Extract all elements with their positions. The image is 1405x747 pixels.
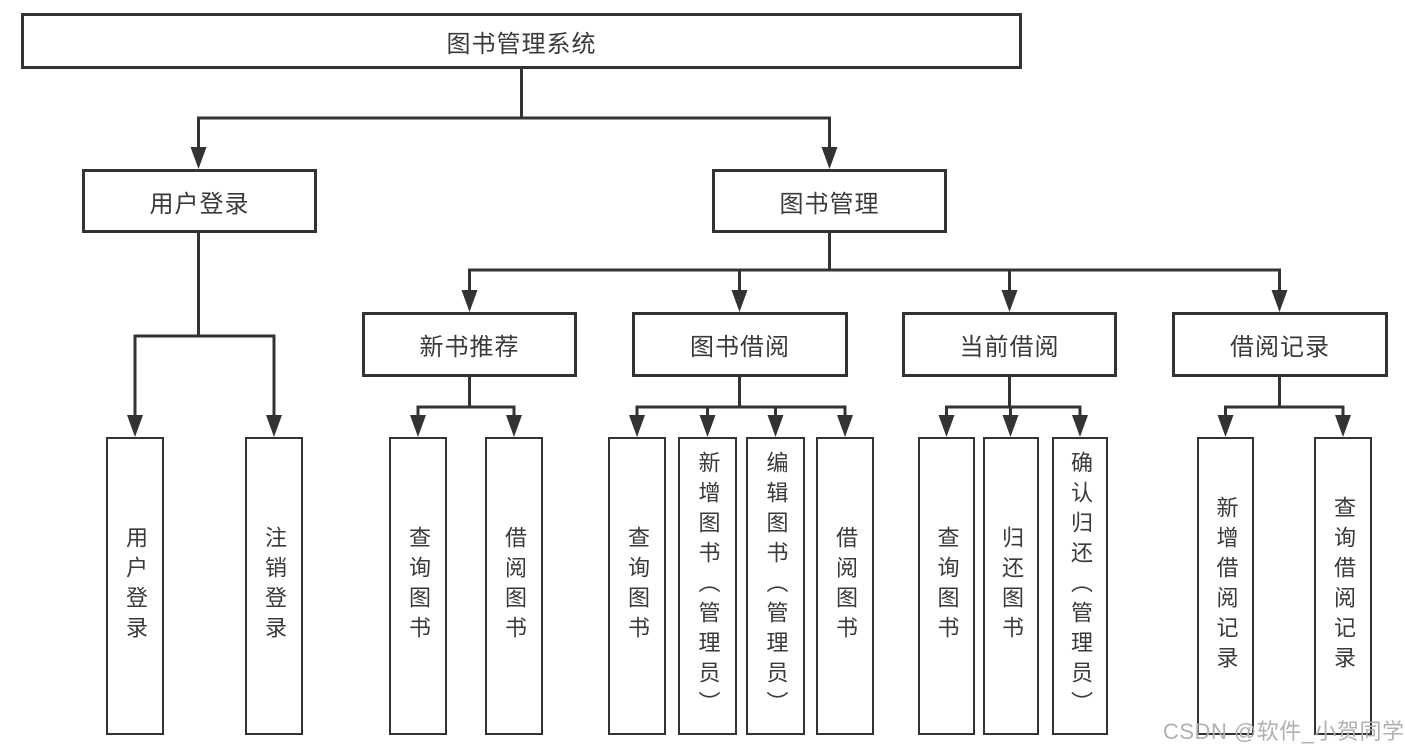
leaf-label: 新增图书（管理员） [695, 451, 721, 721]
leaf-bb-add-book-admin: 新增图书（管理员） [678, 437, 737, 735]
leaf-label: 借阅图书 [833, 526, 858, 646]
node-current-borrowing: 当前借阅 [902, 312, 1117, 377]
leaf-nbr-query-book: 查询图书 [389, 437, 447, 735]
node-label: 用户登录 [149, 190, 250, 218]
leaf-user-login: 用户登录 [106, 437, 164, 735]
leaf-bb-borrow-book: 借阅图书 [816, 437, 874, 735]
node-label: 图书管理 [779, 190, 880, 218]
node-label: 借阅记录 [1230, 334, 1330, 361]
node-root: 图书管理系统 [21, 13, 1022, 69]
leaf-label: 查询图书 [406, 526, 431, 646]
node-user-login: 用户登录 [82, 169, 317, 233]
node-label: 图书借阅 [690, 334, 790, 361]
leaf-label: 确认归还（管理员） [1068, 451, 1093, 721]
leaf-label: 查询借阅记录 [1331, 496, 1356, 676]
node-book-borrowing: 图书借阅 [632, 312, 848, 377]
leaf-br-query-record: 查询借阅记录 [1314, 437, 1372, 735]
leaf-bb-query-book: 查询图书 [608, 437, 666, 735]
node-label: 当前借阅 [959, 334, 1060, 361]
leaf-label: 查询图书 [934, 526, 960, 646]
leaf-br-add-record: 新增借阅记录 [1197, 437, 1254, 735]
leaf-label: 注销登录 [262, 526, 287, 646]
leaf-nbr-borrow-book: 借阅图书 [485, 437, 543, 735]
leaf-label: 用户登录 [123, 526, 148, 646]
leaf-label: 借阅图书 [502, 526, 527, 646]
node-label: 新书推荐 [419, 334, 520, 361]
leaf-label: 查询图书 [625, 526, 650, 646]
watermark: CSDN @软件_小贺同学 [1163, 719, 1405, 744]
leaf-label: 新增借阅记录 [1213, 496, 1239, 676]
leaf-bb-edit-book-admin: 编辑图书（管理员） [746, 437, 805, 735]
node-book-management: 图书管理 [712, 169, 947, 233]
leaf-label: 编辑图书（管理员） [763, 451, 789, 721]
node-new-book-recommend: 新书推荐 [362, 312, 577, 377]
leaf-label: 归还图书 [999, 526, 1024, 646]
node-borrowing-records: 借阅记录 [1172, 312, 1388, 377]
node-root-label: 图书管理系统 [446, 30, 597, 58]
leaf-cb-query-book: 查询图书 [918, 437, 975, 735]
leaf-cb-confirm-return-admin: 确认归还（管理员） [1052, 437, 1108, 735]
leaf-cb-return-book: 归还图书 [983, 437, 1039, 735]
leaf-logout-login: 注销登录 [245, 437, 303, 735]
